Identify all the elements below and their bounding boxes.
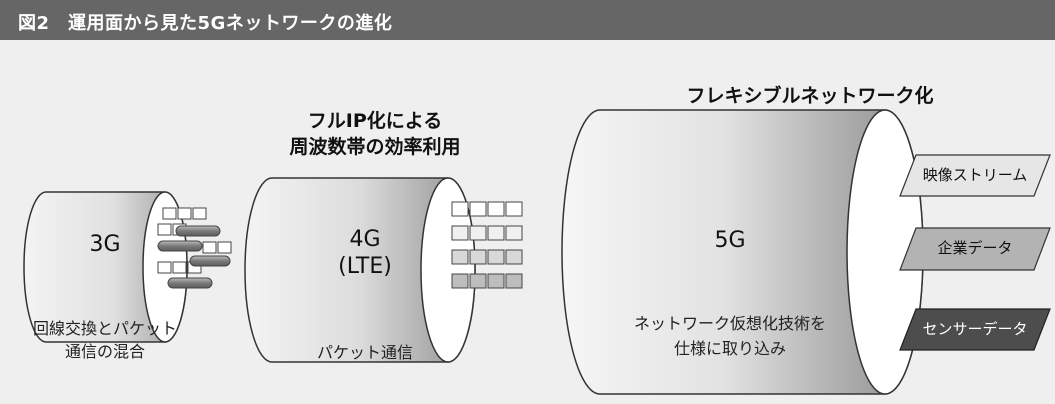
cylinder-3g <box>23 191 232 343</box>
stream-enterprise-label: 企業データ <box>937 239 1013 257</box>
caption-3g-line1: 回線交換とパケット <box>32 319 177 338</box>
caption-3g-line2: 通信の混合 <box>64 342 145 361</box>
stream-video-label: 映像ストリーム <box>922 166 1028 184</box>
stream-sensor-label: センサーデータ <box>922 320 1028 338</box>
stream-video <box>899 154 1051 197</box>
stream-sensor <box>899 308 1051 351</box>
caption-5g-line2: 仕様に取り込み <box>673 339 786 358</box>
heading-5g: フレキシブルネットワーク化 <box>686 85 934 107</box>
figure-title: 図2 運用面から見た5Gネットワークの進化 <box>18 13 393 34</box>
label-3g: 3G <box>89 232 121 257</box>
caption-5g-line1: ネットワーク仮想化技術を <box>633 314 826 333</box>
caption-4g: パケット通信 <box>316 343 413 362</box>
cylinder-5g <box>561 109 924 395</box>
label-4g: 4G <box>349 227 381 252</box>
label-4g-lte: (LTE) <box>338 254 392 279</box>
label-5g: 5G <box>714 228 746 253</box>
cylinder-4g <box>244 177 523 363</box>
title-bar: 図2 運用面から見た5Gネットワークの進化 <box>0 0 1055 40</box>
heading-4g-line2: 周波数帯の効率利用 <box>289 136 461 158</box>
stream-enterprise <box>899 227 1051 271</box>
heading-4g-line1: フルIP化による <box>307 110 443 132</box>
